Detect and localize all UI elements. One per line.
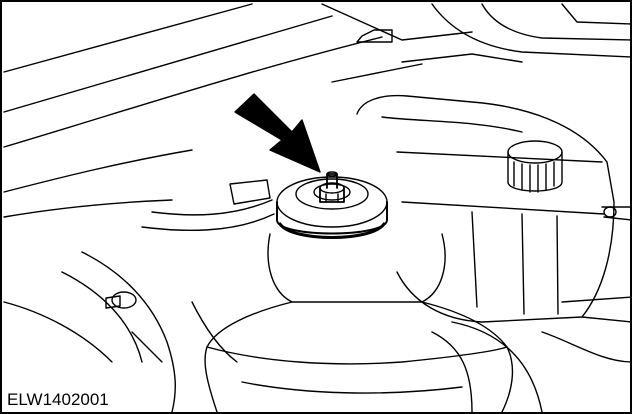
strut-mount-rings (276, 176, 388, 239)
cowl-lines (331, 3, 630, 83)
callout-arrow (234, 93, 321, 173)
strut-top-nut (319, 171, 345, 203)
hose-left (141, 179, 275, 232)
lower-left-bracket (3, 251, 176, 412)
strut-tower (191, 233, 514, 412)
coolant-expansion-tank (356, 94, 630, 323)
hood-edge-lines (3, 3, 473, 218)
filler-cap (507, 140, 563, 193)
figure-reference-code: ELW1402001 (5, 390, 113, 410)
lower-right-hoses (431, 296, 630, 412)
